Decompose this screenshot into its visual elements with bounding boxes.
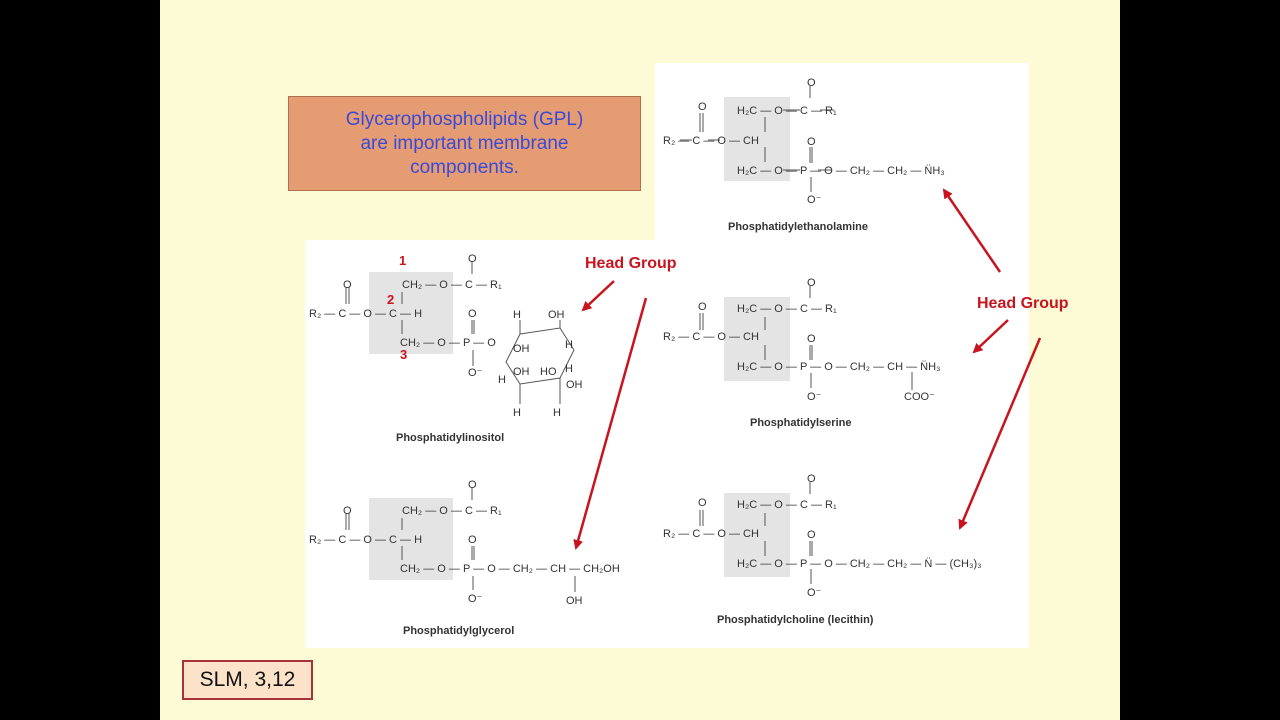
svg-text:O: O [343, 279, 352, 291]
svg-text:O: O [468, 253, 477, 265]
molecule-name-glycerol: Phosphatidylglycerol [403, 625, 514, 637]
svg-text:OH: OH [513, 343, 530, 355]
svg-text:O: O [343, 505, 352, 517]
svg-text:O⁻: O⁻ [807, 587, 822, 599]
svg-text:O: O [468, 534, 477, 546]
svg-text:O: O [698, 497, 707, 509]
title-line-2: are important membrane [360, 132, 569, 154]
svg-text:R₂ — C — O — C — H: R₂ — C — O — C — H [309, 534, 422, 546]
svg-text:O: O [468, 308, 477, 320]
svg-text:H₂C — O — P — O — CH₂ — CH₂ —: H₂C — O — P — O — CH₂ — CH₂ — N̈ — (CH₃)… [737, 557, 982, 570]
arrow-to-choline [958, 337, 1042, 530]
svg-text:O: O [807, 277, 816, 289]
carbon-number-3: 3 [400, 347, 407, 362]
svg-text:R₂ — C — O — CH: R₂ — C — O — CH [663, 331, 759, 343]
head-group-label-left: Head Group [585, 255, 677, 272]
svg-text:COO⁻: COO⁻ [904, 391, 935, 403]
svg-text:OH: OH [566, 595, 583, 607]
svg-text:O: O [807, 473, 816, 485]
svg-text:R₂ — C — O — C — H: R₂ — C — O — C — H [309, 308, 422, 320]
slide-reference-label: SLM, 3,12 [199, 668, 296, 691]
phosphatidylglycerol-structure: O CH₂ — O — C — R₁ O R₂ — C — O — C — H … [309, 479, 620, 637]
arrow-to-inositol [581, 280, 615, 312]
svg-text:CH₂ — O — C — R₁: CH₂ — O — C — R₁ [402, 505, 502, 517]
svg-text:R₂ — C — O — CH: R₂ — C — O — CH [663, 135, 759, 147]
svg-text:O: O [698, 301, 707, 313]
head-group-label-right: Head Group [977, 295, 1069, 312]
arrow-to-ethanolamine [942, 188, 1002, 273]
carbon-number-1: 1 [399, 253, 406, 268]
title-box: Glycerophospholipids (GPL) are important… [288, 96, 641, 191]
svg-text:O⁻: O⁻ [468, 367, 483, 379]
title-line-3: components. [410, 156, 519, 178]
svg-text:H₂C — O — C — R₁: H₂C — O — C — R₁ [737, 303, 837, 315]
arrow-to-serine [972, 319, 1009, 354]
svg-text:OH: OH [513, 366, 530, 378]
phosphatidylethanolamine-structure: O H₂C — O — C — R₁ O R₂ — C — O — CH O H… [663, 77, 945, 233]
svg-text:O: O [807, 333, 816, 345]
structure-panel-right [655, 63, 1029, 648]
svg-text:CH₂ — O — P — O: CH₂ — O — P — O [400, 337, 496, 349]
svg-text:HO: HO [540, 366, 557, 378]
slide-reference-box: SLM, 3,12 [182, 660, 313, 700]
molecule-name-serine: Phosphatidylserine [750, 417, 851, 429]
svg-text:H: H [565, 363, 573, 375]
phosphatidylinositol-structure: O CH₂ — O — C — R₁ O R₂ — C — O — C — H … [309, 253, 583, 444]
svg-text:O: O [807, 136, 816, 148]
svg-text:H₂C — O — C — R₁: H₂C — O — C — R₁ [737, 105, 837, 117]
carbon-number-2: 2 [387, 292, 394, 307]
svg-text:H: H [513, 309, 521, 321]
svg-text:O: O [468, 479, 477, 491]
svg-text:O⁻: O⁻ [468, 593, 483, 605]
arrow-to-glycerol [573, 297, 648, 550]
svg-text:O⁻: O⁻ [807, 194, 822, 206]
molecule-name-choline: Phosphatidylcholine (lecithin) [717, 614, 874, 626]
svg-text:H: H [513, 407, 521, 419]
svg-text:CH₂ — O — P — O — CH₂ — CH — C: CH₂ — O — P — O — CH₂ — CH — CH₂OH [400, 563, 620, 575]
svg-text:O: O [698, 101, 707, 113]
structure-panel-left [305, 240, 655, 648]
svg-text:OH: OH [548, 309, 565, 321]
svg-text:O⁻: O⁻ [807, 391, 822, 403]
svg-text:H: H [498, 374, 506, 386]
svg-text:R₂ — C — O — CH: R₂ — C — O — CH [663, 528, 759, 540]
svg-text:O: O [807, 77, 816, 89]
phosphatidylserine-structure: O H₂C — O — C — R₁ O R₂ — C — O — CH O H… [663, 277, 941, 429]
svg-text:H: H [565, 339, 573, 351]
svg-text:H: H [553, 407, 561, 419]
svg-text:H₂C — O — P — O — CH₂ — CH — N: H₂C — O — P — O — CH₂ — CH — N̈H₃ [737, 360, 941, 373]
molecule-name-inositol: Phosphatidylinositol [396, 432, 504, 444]
svg-text:O: O [807, 529, 816, 541]
title-line-1: Glycerophospholipids (GPL) [345, 108, 584, 130]
phosphatidylcholine-structure: O H₂C — O — C — R₁ O R₂ — C — O — CH O H… [663, 473, 982, 626]
svg-text:H₂C — O — P — O — CH₂ — CH₂ —: H₂C — O — P — O — CH₂ — CH₂ — N̈H₃ [737, 164, 945, 177]
molecule-name-ethanolamine: Phosphatidylethanolamine [728, 221, 868, 233]
svg-text:OH: OH [566, 379, 583, 391]
svg-text:CH₂ — O — C — R₁: CH₂ — O — C — R₁ [402, 279, 502, 291]
svg-text:H₂C — O — C — R₁: H₂C — O — C — R₁ [737, 499, 837, 511]
